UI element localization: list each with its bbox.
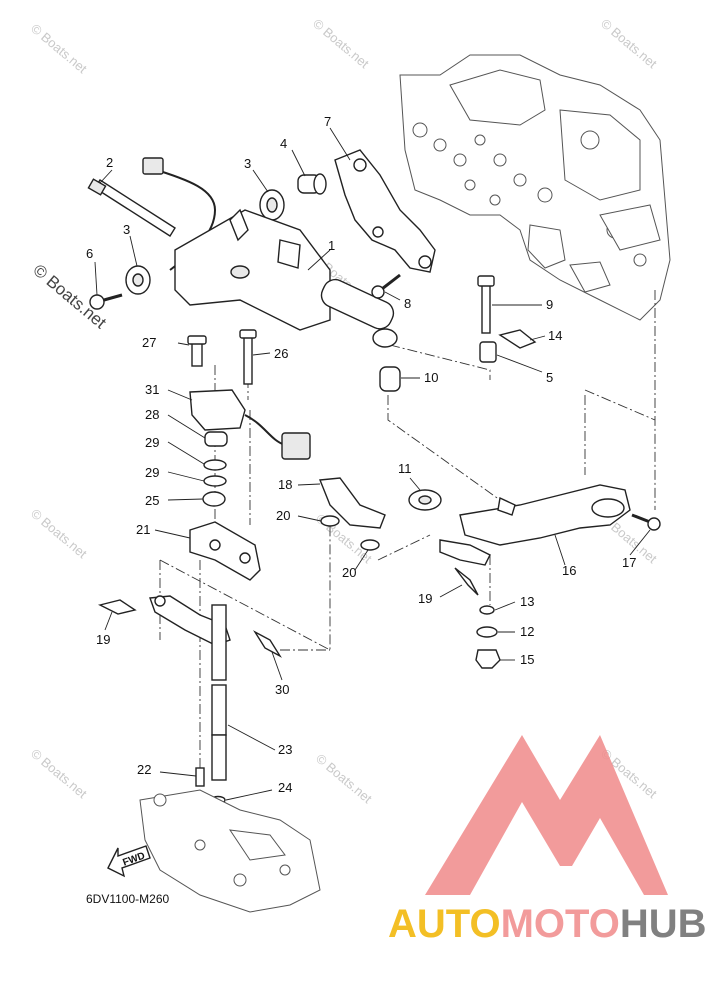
label-part-6: 6	[86, 246, 93, 261]
label-part-19-right: 19	[418, 591, 432, 606]
label-part-5: 5	[546, 370, 553, 385]
label-part-16: 16	[562, 563, 576, 578]
label-part-29-lower: 29	[145, 465, 159, 480]
label-part-21: 21	[136, 522, 150, 537]
automotohub-logo: AUTOMOTOHUB	[388, 735, 707, 946]
watermark: © Boats.net	[28, 746, 90, 802]
logo-auto-text: AUTO	[388, 902, 501, 946]
label-part-10: 10	[424, 370, 438, 385]
label-part-20-upper: 20	[276, 508, 290, 523]
label-part-17: 17	[622, 555, 636, 570]
label-part-9: 9	[546, 297, 553, 312]
label-part-1: 1	[328, 238, 335, 253]
label-part-13: 13	[520, 594, 534, 609]
watermark: © Boats.net	[313, 751, 375, 807]
label-part-23: 23	[278, 742, 292, 757]
label-part-12: 12	[520, 624, 534, 639]
label-part-2: 2	[106, 155, 113, 170]
logo-triangle-icon	[425, 735, 668, 895]
callout-labels: 1 2 3 3 4 5 6 7 8 9 10 11 12 13 14 15 16…	[86, 114, 636, 795]
label-part-19-left: 19	[96, 632, 110, 647]
label-part-7: 7	[324, 114, 331, 129]
label-part-22: 22	[137, 762, 151, 777]
label-part-20-lower: 20	[342, 565, 356, 580]
label-part-3-upper: 3	[244, 156, 251, 171]
fwd-arrow-icon: FWD	[107, 845, 151, 878]
logo-text: AUTOMOTOHUB	[388, 902, 707, 946]
label-part-3-lower: 3	[123, 222, 130, 237]
logo-hub-text: HUB	[620, 902, 707, 946]
assembly-lines	[159, 290, 656, 770]
label-part-26: 26	[274, 346, 288, 361]
label-part-11: 11	[398, 461, 412, 476]
label-part-4: 4	[280, 136, 287, 151]
label-part-31: 31	[145, 382, 159, 397]
label-part-24: 24	[278, 780, 292, 795]
drawing-code: 6DV1100-M260	[86, 892, 169, 906]
watermark: © Boats.net	[28, 21, 90, 77]
label-part-29-upper: 29	[145, 435, 159, 450]
label-part-18: 18	[278, 477, 292, 492]
label-part-30: 30	[275, 682, 289, 697]
label-part-14: 14	[548, 328, 562, 343]
watermark: © Boats.net	[28, 506, 90, 562]
leader-lines	[94, 127, 651, 801]
label-part-27: 27	[142, 335, 156, 350]
logo-moto-text: MOTO	[501, 902, 620, 946]
engine-block	[399, 54, 671, 321]
parts-layer	[87, 149, 661, 913]
label-part-28: 28	[145, 407, 159, 422]
label-part-8: 8	[404, 296, 411, 311]
label-part-15: 15	[520, 652, 534, 667]
watermark: © Boats.net	[310, 16, 372, 72]
watermark: © Boats.net	[598, 16, 660, 72]
label-part-25: 25	[145, 493, 159, 508]
